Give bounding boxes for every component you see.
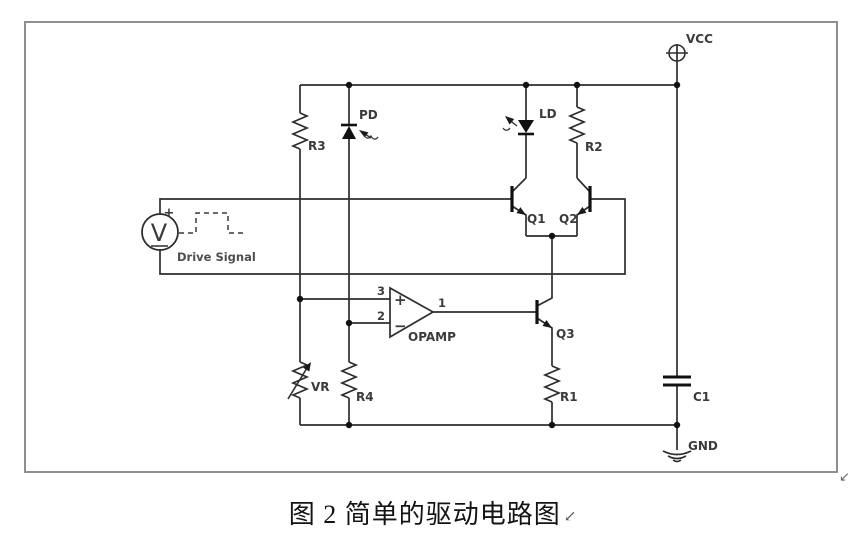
junction-dot	[345, 319, 353, 327]
emitter-arrows	[516, 206, 587, 328]
voltage-source-plus: +	[164, 206, 175, 221]
capacitor-c1-icon	[663, 375, 691, 387]
junction-dot	[522, 81, 530, 89]
vcc-terminal-icon	[666, 44, 688, 62]
figure-caption: 图 2 简单的驱动电路图↙	[0, 494, 865, 531]
junction-dot	[548, 421, 556, 429]
label-r1: R1	[560, 390, 578, 404]
vr-arrow-icon	[287, 362, 311, 400]
ground-icon	[662, 450, 692, 463]
pulse-waveform-icon	[179, 212, 247, 234]
q3-emitter-arrow-icon	[542, 320, 552, 328]
junction-dot	[345, 81, 353, 89]
opamp-minus-sign: −	[394, 317, 407, 335]
label-q1: Q1	[527, 212, 546, 226]
opamp-name-label: OPAMP	[408, 330, 456, 344]
label-vr: VR	[311, 380, 330, 394]
label-q2: Q2	[559, 212, 578, 226]
opamp-plus-sign: +	[394, 291, 407, 309]
opamp-pin2-label: 2	[377, 309, 385, 323]
q1-emitter-arrow-icon	[516, 207, 526, 215]
label-q3: Q3	[556, 327, 575, 341]
junction-dots	[296, 81, 681, 429]
label-ld: LD	[539, 107, 557, 121]
junction-dot	[548, 232, 556, 240]
label-vcc: VCC	[686, 32, 713, 46]
transistor-bars	[510, 186, 592, 324]
figure-border	[24, 21, 838, 473]
junction-dot	[673, 421, 681, 429]
resistor-r2	[567, 106, 587, 144]
drive-signal-label: Drive Signal	[177, 250, 256, 264]
label-r4: R4	[356, 390, 374, 404]
corner-return-mark: ↙	[839, 470, 850, 485]
voltage-source-circle	[141, 213, 179, 251]
junction-dot	[296, 295, 304, 303]
photodiode-pd-icon	[341, 123, 379, 140]
opamp-symbol	[389, 286, 435, 339]
voltage-source: V + Drive Signal	[141, 206, 256, 264]
junction-dot	[673, 81, 681, 89]
resistor-r1	[542, 365, 562, 403]
label-r2: R2	[585, 140, 603, 154]
laser-diode-ld-icon	[502, 116, 534, 136]
label-r3: R3	[308, 139, 326, 153]
junction-dot	[345, 421, 353, 429]
label-c1: C1	[693, 390, 710, 404]
label-gnd: GND	[688, 439, 718, 453]
resistor-r4	[339, 361, 359, 399]
resistor-r3	[290, 112, 310, 150]
circuit-schematic: V + Drive Signal VCC GND R3 R2 R4 R1 VR …	[24, 21, 850, 485]
opamp-pin3-label: 3	[377, 284, 385, 298]
label-pd: PD	[359, 108, 378, 122]
caption-return-mark: ↙	[563, 509, 577, 525]
voltage-source-symbol: V	[151, 219, 168, 247]
resistors	[290, 106, 587, 403]
figure-caption-text: 图 2 简单的驱动电路图	[288, 500, 561, 529]
q2-emitter-arrow-icon	[577, 206, 587, 215]
junction-dot	[573, 81, 581, 89]
opamp-pin1-label: 1	[438, 296, 446, 310]
